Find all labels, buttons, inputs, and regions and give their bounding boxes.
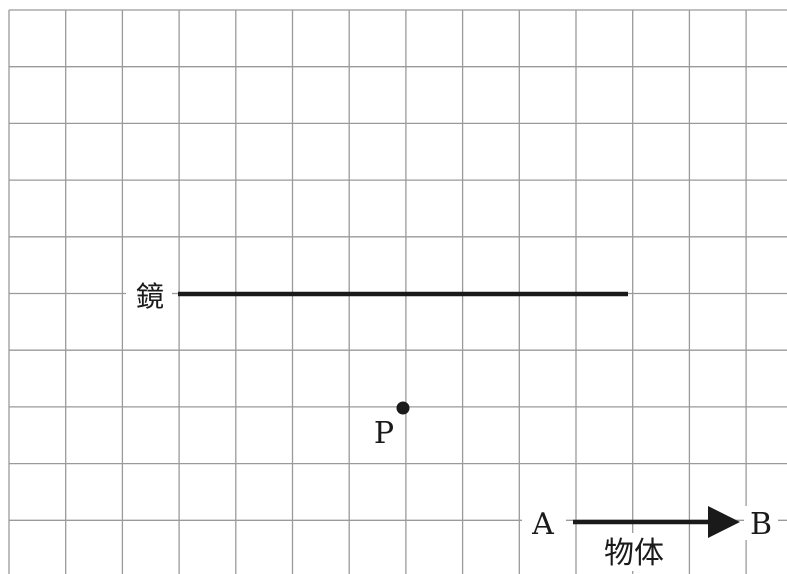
object-arrow-head [708, 506, 740, 538]
object-label-bg [592, 533, 676, 571]
object-label: 物体 [604, 536, 664, 571]
p-label-bg [370, 415, 398, 449]
a-label-bg [522, 506, 566, 540]
b-label-bg [744, 506, 778, 540]
mirror-label: 鏡 [136, 280, 164, 313]
object-start-label: A [531, 507, 554, 542]
object-end-label: B [750, 507, 772, 542]
point-p-label: P [374, 416, 394, 451]
grid [8, 9, 787, 574]
point-p-dot [396, 401, 410, 415]
mirror-label-bg [126, 277, 172, 313]
